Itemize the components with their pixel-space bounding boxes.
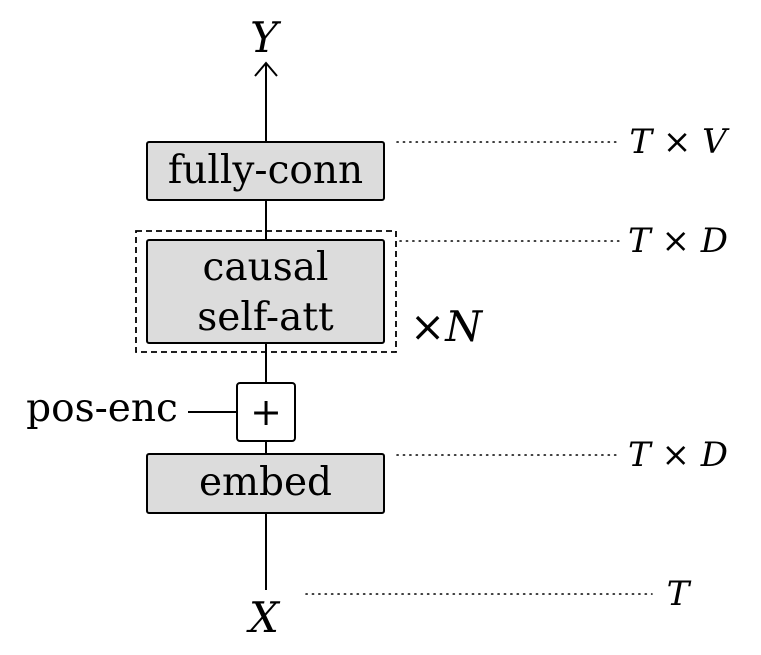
repeat-n-label: ×N xyxy=(410,302,483,351)
fully-conn-label: fully-conn xyxy=(168,148,363,193)
dim-fully-conn: T × V xyxy=(629,122,730,162)
embed-block xyxy=(146,453,385,514)
fully-conn-block xyxy=(146,141,385,201)
attention-label-line1: causal xyxy=(203,245,329,290)
attention-label-line2: self-att xyxy=(197,295,334,340)
input-x-label: X xyxy=(246,593,281,642)
pos-enc-label: pos-enc xyxy=(26,386,178,431)
dim-attention: T × D xyxy=(628,221,728,261)
repeat-frame xyxy=(135,230,397,353)
dim-input: T xyxy=(667,574,692,614)
output-y-label: Y xyxy=(250,13,282,62)
causal-self-att-block xyxy=(146,239,385,344)
add-node xyxy=(236,382,296,442)
output-arrowhead xyxy=(254,61,278,77)
add-symbol: + xyxy=(250,390,282,434)
embed-label: embed xyxy=(199,460,332,505)
dim-embed: T × D xyxy=(628,435,728,475)
